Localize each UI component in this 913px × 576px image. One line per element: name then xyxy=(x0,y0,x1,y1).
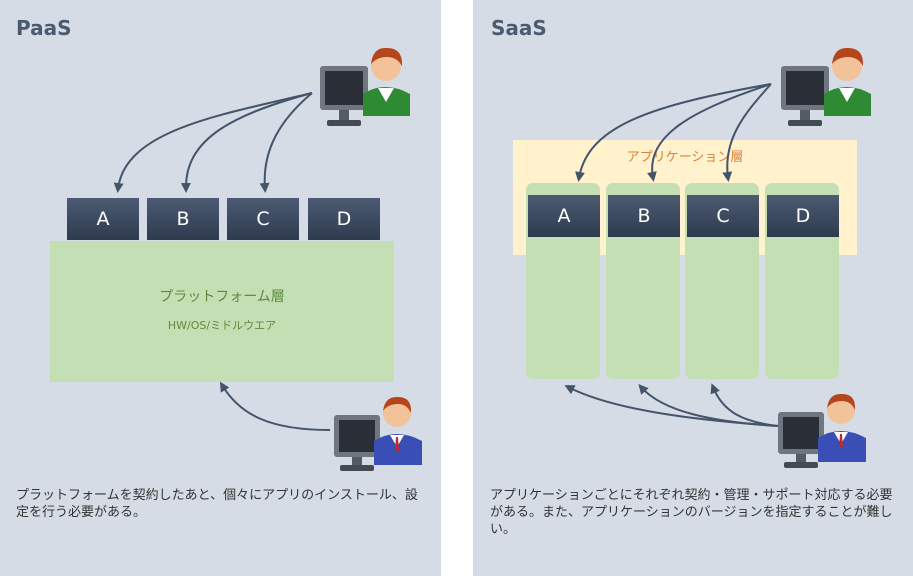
arrow-to-platform xyxy=(219,381,331,431)
paas-arrows xyxy=(113,92,331,431)
user-at-computer-icon xyxy=(320,47,410,126)
arrow-to-app-b xyxy=(180,92,313,193)
admin-at-computer-icon xyxy=(334,396,422,471)
saas-app-a: A xyxy=(528,195,600,237)
saas-description: アプリケーションごとにそれぞれ契約・管理・サポート対応する必要がある。また、アプ… xyxy=(490,488,893,537)
saas-arrow-to-app-a xyxy=(575,83,772,182)
arrow-to-app-c xyxy=(259,92,313,193)
saas-arrows xyxy=(564,83,779,427)
arrow-to-app-a xyxy=(113,92,313,193)
saas-app-c: C xyxy=(687,195,759,237)
paas-app-d: D xyxy=(308,198,380,240)
platform-layer-subtitle: HW/OS/ミドルウエア xyxy=(167,319,277,332)
saas-app-b: B xyxy=(608,195,680,237)
saas-app-d: D xyxy=(767,195,839,237)
saas-arrow-to-app-b xyxy=(646,83,772,182)
saas-arrow-from-b xyxy=(638,383,779,427)
user-at-computer-icon xyxy=(781,47,871,126)
paas-app-c: C xyxy=(227,198,299,240)
platform-layer-title: プラットフォーム層 xyxy=(159,289,285,305)
platform-layer: プラットフォーム層 HW/OS/ミドルウエア xyxy=(50,241,394,382)
saas-panel: SaaS アプリケーション層 A B C D xyxy=(473,0,913,576)
paas-app-a: A xyxy=(67,198,139,240)
saas-title: SaaS xyxy=(491,16,547,40)
saas-arrow-from-c xyxy=(710,383,779,427)
paas-app-b: B xyxy=(147,198,219,240)
paas-description: プラットフォームを契約したあと、個々にアプリのインストール、設定を行う必要がある… xyxy=(16,488,418,520)
paas-title: PaaS xyxy=(16,16,72,40)
admin-at-computer-icon xyxy=(778,393,866,468)
saas-arrow-to-app-c xyxy=(722,83,772,182)
paas-panel: PaaS プラットフォーム層 HW/OS/ミドルウエア A B C D xyxy=(0,0,441,576)
